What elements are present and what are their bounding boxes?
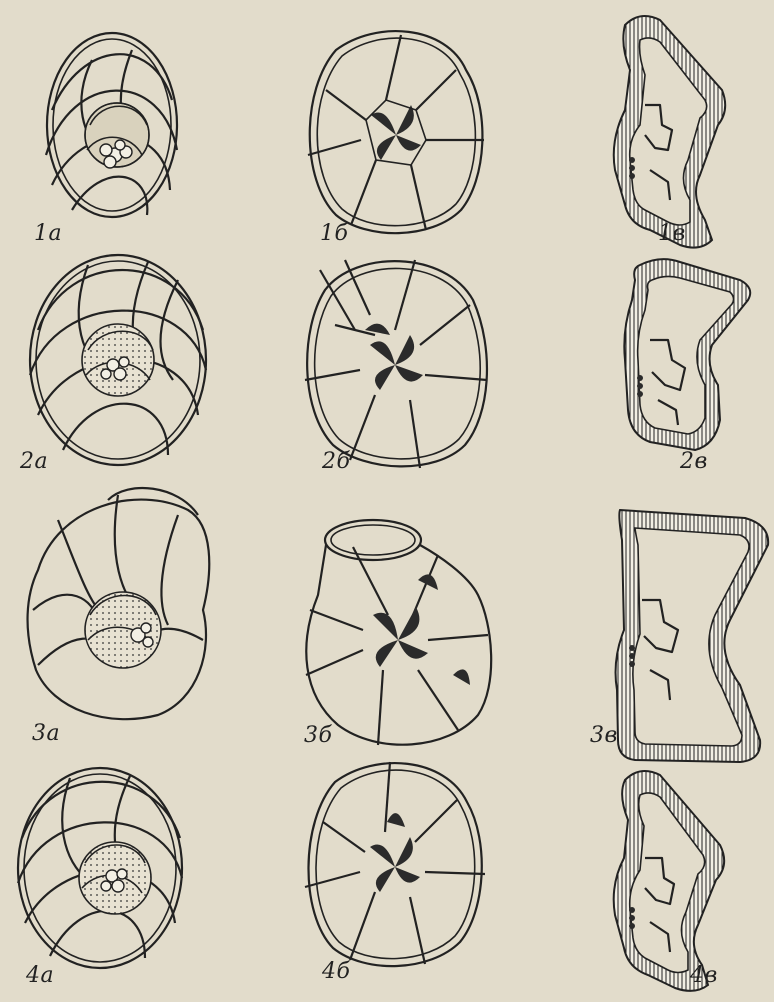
figure-3b-umbilical-view <box>306 520 491 745</box>
label-1v: 1в <box>658 221 686 246</box>
figure-2c-axial-section <box>624 259 750 450</box>
label-1a: 1а <box>34 221 62 246</box>
label-3a: 3а <box>32 721 60 746</box>
label-3v: 3в <box>590 723 618 748</box>
figure-1a-spiral-view <box>46 33 177 217</box>
figure-2b-umbilical-view <box>305 260 487 468</box>
label-2v: 2в <box>679 449 708 474</box>
label-2a: 2а <box>19 449 48 474</box>
figure-4c-axial-section <box>614 771 724 991</box>
figure-4b-umbilical-view <box>305 762 485 966</box>
figure-3c-axial-section <box>616 510 769 762</box>
figure-1c-axial-section <box>614 16 725 248</box>
figure-1b-umbilical-view <box>308 31 484 233</box>
label-4b: 4б <box>321 959 350 984</box>
label-3b: 3б <box>304 723 332 748</box>
label-1b: 1б <box>320 221 348 246</box>
label-2b: 2б <box>321 449 350 474</box>
figure-3a-spiral-view <box>28 488 210 719</box>
label-4a: 4а <box>25 963 54 988</box>
figure-2a-spiral-view <box>30 255 206 465</box>
label-4v: 4в <box>689 963 718 988</box>
figure-4a-spiral-view <box>18 768 182 968</box>
